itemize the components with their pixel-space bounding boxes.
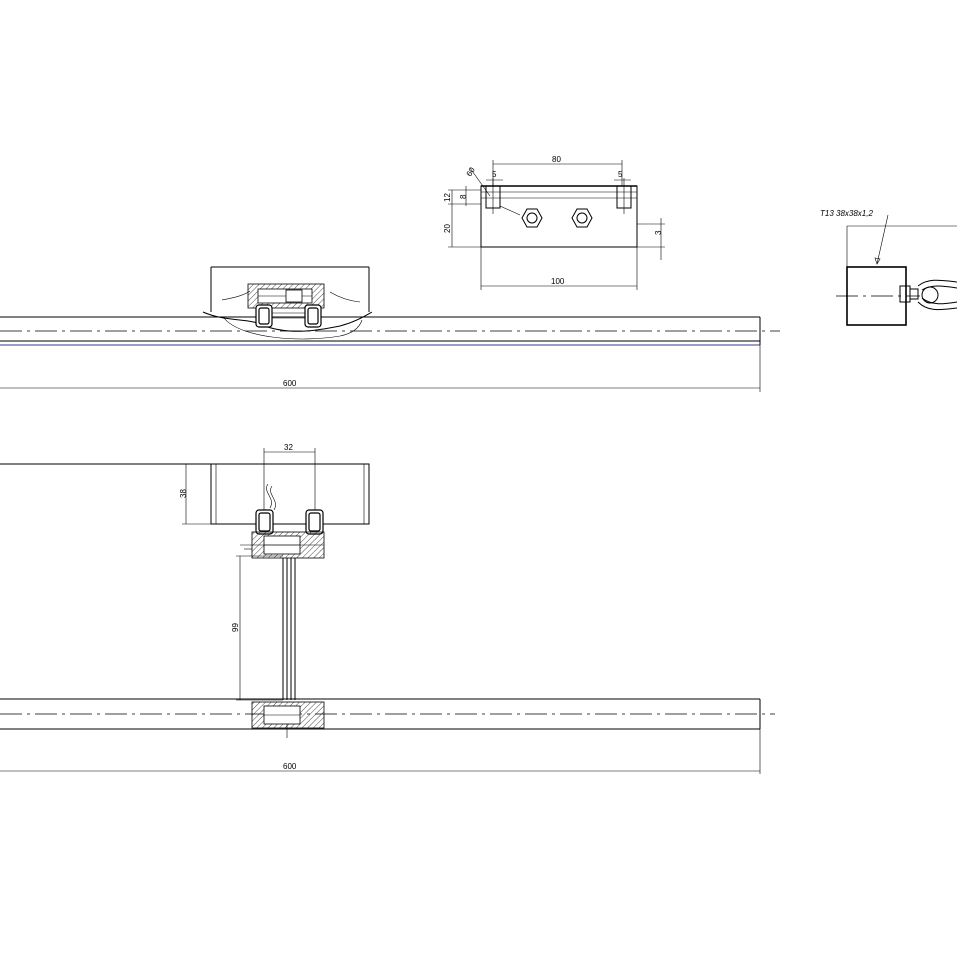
bottom-rail-view: 600 [0, 698, 775, 774]
bracket-hole-offset-left: 5 [492, 170, 497, 179]
trolley-gap-dimension: 32 [284, 443, 293, 452]
top-length-dimension: 600 [283, 379, 297, 388]
profile-note-label: T13 38x38x1,2 [820, 209, 873, 218]
trolley-height-dimension: 38 [179, 489, 188, 498]
bracket-spacing-dimension: 80 [552, 155, 561, 164]
bottom-trolley-assembly: 38 32 99 [0, 443, 370, 738]
bracket-angle-dimension: 60 [465, 165, 478, 178]
bracket-height-b: 20 [443, 224, 452, 233]
bracket-height-a: 12 [443, 193, 452, 202]
bracket-width-dimension: 100 [551, 277, 565, 286]
bracket-thickness-dimension: 3 [654, 230, 663, 235]
profile-section-detail: T13 38x38x1,2 [820, 209, 957, 326]
bottom-length-dimension: 600 [283, 762, 297, 771]
bolt-left [521, 208, 543, 228]
bracket-height-small: 8 [459, 194, 468, 199]
top-trolley-detail [202, 266, 373, 340]
bolt-right [571, 208, 593, 228]
hanger-length-dimension: 99 [231, 623, 240, 632]
top-rail-view: 600 [0, 316, 780, 392]
bracket-hole-offset-right: 5 [618, 170, 623, 179]
bracket-detail: 80 5 5 60 8 12 20 3 100 [443, 155, 665, 290]
